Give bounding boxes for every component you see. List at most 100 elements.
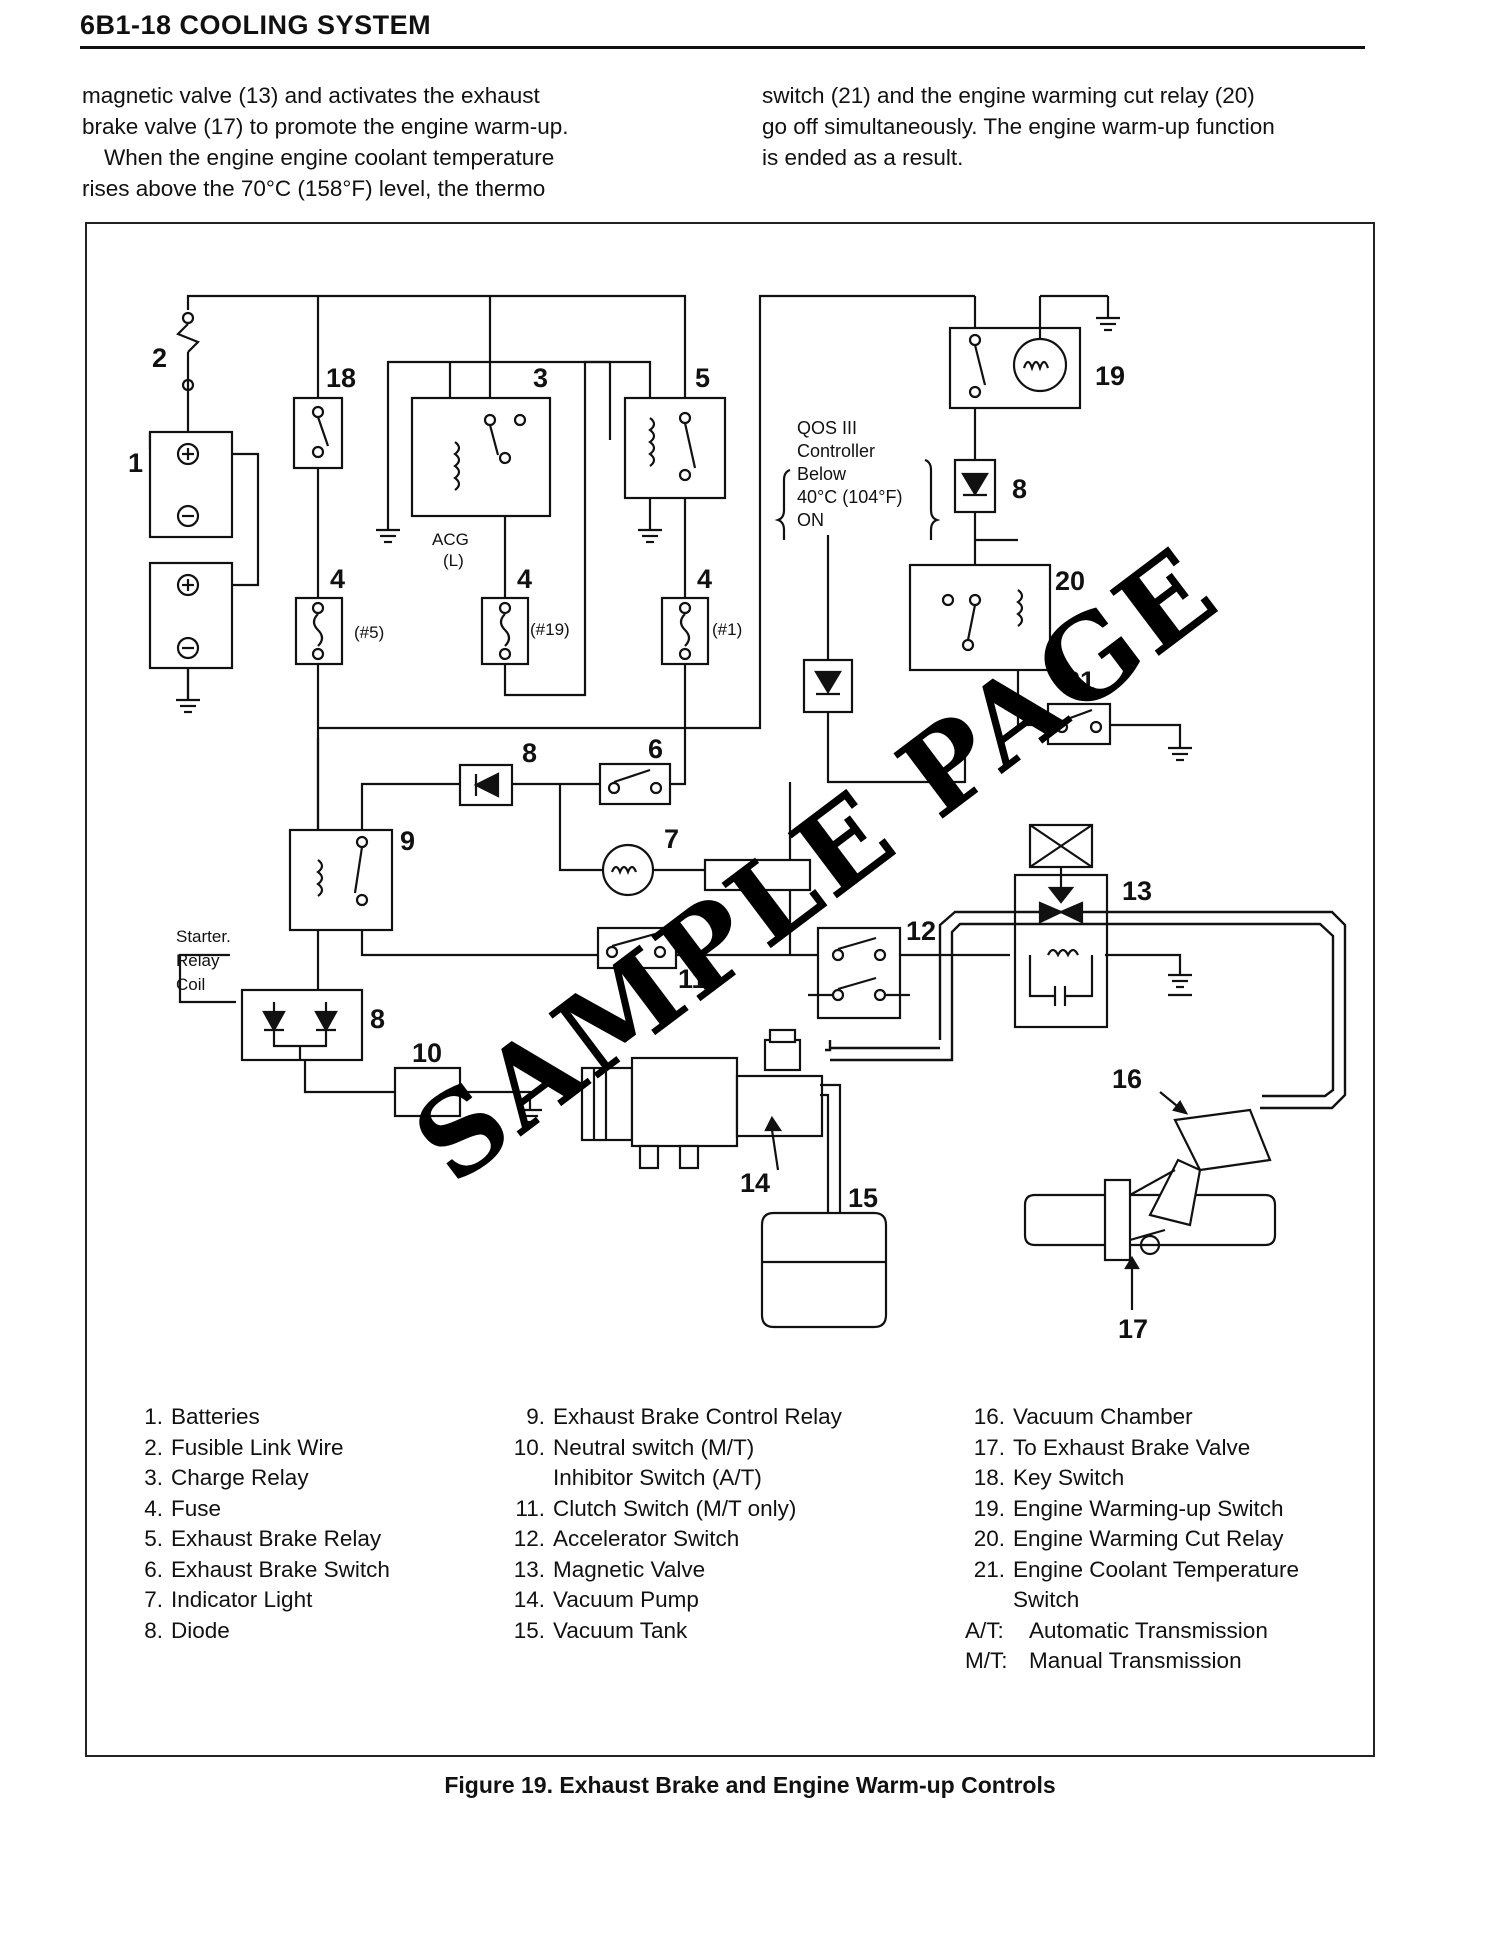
callout-19: 19 (1095, 361, 1125, 391)
callout-1: 1 (128, 448, 143, 478)
fusible-link (176, 311, 200, 392)
figure-caption: Figure 19. Exhaust Brake and Engine Warm… (444, 1772, 1056, 1798)
fuse-label-19: (#19) (530, 620, 570, 639)
callout-labels: 2 1 18 3 5 4 4 4 8 6 7 9 11 12 13 8 10 1… (128, 343, 1152, 1344)
callout-20: 20 (1055, 566, 1085, 596)
callout-3: 3 (533, 363, 548, 393)
legend-item: 16.Vacuum Chamber (973, 1404, 1193, 1429)
intro-line: When the engine engine coolant temperatu… (104, 145, 555, 170)
legend-item: 11.Clutch Switch (M/T only) (515, 1495, 797, 1521)
acg-label: ACG (432, 530, 469, 549)
key-switch (292, 396, 344, 470)
starter-label-line: Coil (176, 975, 205, 994)
legend-column-2: 9.Exhaust Brake Control Relay 10.Neutral… (505, 1402, 842, 1646)
qos-label-line: 40°C (104°F) (797, 487, 902, 507)
legend-item: 17.To Exhaust Brake Valve (973, 1434, 1251, 1460)
page-title: 6B1-18 COOLING SYSTEM (80, 10, 432, 40)
legend-item: 18.Key Switch (973, 1465, 1125, 1490)
page-header: 6B1-18 COOLING SYSTEM (80, 6, 1365, 49)
fuse-label-1: (#1) (712, 620, 742, 639)
legend-item: 4.Fuse (144, 1495, 222, 1521)
batteries (148, 430, 234, 714)
engine-coolant-temperature-switch (1046, 702, 1192, 762)
legend-item: 2.Fusible Link Wire (144, 1434, 344, 1460)
legend-column-1: 1.Batteries 2.Fusible Link Wire 3.Charge… (135, 1402, 390, 1646)
qos-brackets (774, 458, 941, 540)
qos-label-line: Below (797, 464, 847, 484)
callout-5: 5 (695, 363, 710, 393)
exhaust-brake-control-relay (288, 828, 394, 932)
figure-frame (85, 222, 1375, 1757)
engine-warming-up-switch (948, 296, 1120, 410)
legend-item: 14.Vacuum Pump (513, 1587, 699, 1612)
callout-4b: 4 (517, 564, 532, 594)
callout-2: 2 (152, 343, 167, 373)
legend-item: 20.Engine Warming Cut Relay (973, 1526, 1284, 1551)
callout-14: 14 (740, 1168, 770, 1198)
callout-8-starter: 8 (370, 1004, 385, 1034)
legend-item: M/T:Manual Transmission (965, 1648, 1242, 1673)
legend-item: 10.Neutral switch (M/T) (513, 1434, 755, 1460)
legend-item: 3.Charge Relay (144, 1465, 309, 1490)
engine-warming-cut-relay (908, 563, 1052, 672)
legend-item: 21.Engine Coolant Temperature (973, 1556, 1300, 1582)
callout-16: 16 (1112, 1064, 1142, 1094)
fuse-1 (660, 596, 710, 666)
fuse-label-5: (#5) (354, 623, 384, 642)
vacuum-pump (580, 1028, 842, 1215)
intro-line: brake valve (17) to promote the engine w… (82, 114, 569, 139)
legend-item: 12.Accelerator Switch (513, 1526, 740, 1551)
intro-line: magnetic valve (13) and activates the ex… (82, 83, 540, 108)
starter-label-line: Starter. (176, 927, 231, 946)
fuse-5 (294, 596, 344, 666)
intro-line: rises above the 70°C (158°F) level, the … (82, 176, 546, 201)
legend-item: A/T:Automatic Transmission (965, 1617, 1268, 1643)
exhaust-brake-switch (598, 762, 672, 806)
callout-9: 9 (400, 826, 415, 856)
callout-13: 13 (1122, 876, 1152, 906)
diode-8-middle (458, 763, 514, 807)
callout-17: 17 (1118, 1314, 1148, 1344)
legend-item: Switch (1013, 1587, 1080, 1612)
callout-4c: 4 (697, 564, 712, 594)
qos-label-line: QOS III (797, 418, 857, 438)
intro-line: go off simultaneously. The engine warm-u… (762, 114, 1275, 139)
accelerator-switch (808, 926, 910, 1020)
callout-10: 10 (412, 1038, 442, 1068)
callout-8-middle: 8 (522, 738, 537, 768)
clutch-switch (596, 926, 678, 970)
vacuum-chamber (1023, 1091, 1277, 1310)
intro-left-column: magnetic valve (13) and activates the ex… (82, 80, 702, 204)
legend-item: 15.Vacuum Tank (513, 1617, 688, 1643)
controller-diode (802, 658, 854, 714)
exhaust-brake-relay (623, 396, 727, 544)
indicator-light (601, 843, 812, 897)
acg-sub-label: (L) (443, 551, 464, 570)
callout-11: 11 (678, 964, 707, 994)
diode-8-right (953, 458, 997, 514)
neutral-switch (393, 1066, 542, 1124)
callout-4a: 4 (330, 564, 345, 594)
callout-8-right: 8 (1012, 474, 1027, 504)
qos-label-line: Controller (797, 441, 875, 461)
intro-right-column: switch (21) and the engine warming cut r… (762, 80, 1382, 173)
callout-7: 7 (664, 824, 679, 854)
legend-item: 19.Engine Warming-up Switch (973, 1495, 1284, 1521)
legend-item: 5.Exhaust Brake Relay (144, 1526, 382, 1551)
diode-8-starter (178, 953, 364, 1062)
fuse-19 (480, 596, 530, 666)
legend-item: 9.Exhaust Brake Control Relay (526, 1404, 842, 1429)
legend-column-3: 16.Vacuum Chamber 17.To Exhaust Brake Va… (965, 1402, 1299, 1677)
charge-relay (376, 396, 552, 544)
legend-item: Inhibitor Switch (A/T) (553, 1465, 762, 1490)
callout-12: 12 (906, 916, 936, 946)
vacuum-piping (825, 910, 1347, 1110)
intro-line: is ended as a result. (762, 145, 964, 170)
callout-15: 15 (848, 1183, 878, 1213)
legend-item: 13.Magnetic Valve (513, 1556, 706, 1582)
legend-item: 7.Indicator Light (144, 1587, 313, 1612)
legend-item: 6.Exhaust Brake Switch (144, 1556, 390, 1582)
intro-line: switch (21) and the engine warming cut r… (762, 83, 1255, 108)
callout-21: 21 (1065, 666, 1095, 696)
